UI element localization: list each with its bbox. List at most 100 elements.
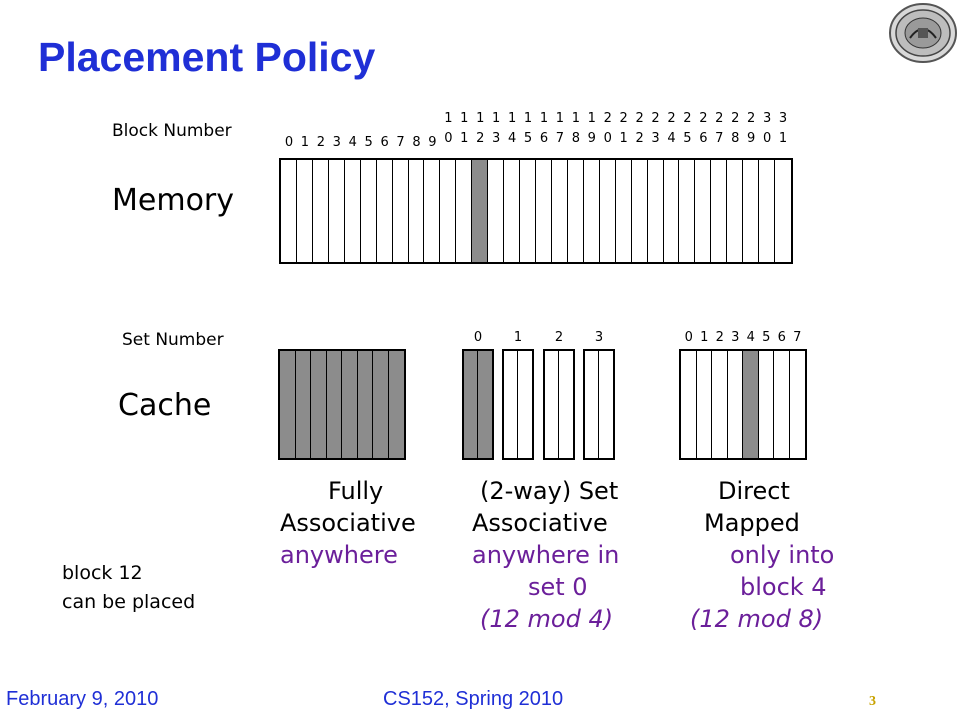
direct-mapped-description: Direct Mapped only into block 4 (12 mod … — [690, 475, 834, 635]
block-ones-digit-0: 0 — [284, 135, 294, 150]
block-ones-digit-10: 0 — [444, 131, 453, 146]
block-tens-digit-24: 2 — [667, 111, 676, 126]
block-tens-digit-21: 2 — [619, 111, 628, 126]
footer-date: February 9, 2010 — [6, 688, 159, 710]
direct-line5: (12 mod 8) — [690, 605, 824, 633]
fully-line1: Fully — [328, 477, 384, 505]
block-ones-digit-14: 4 — [507, 131, 517, 146]
set-1-way-1 — [518, 351, 532, 458]
direct-block-4 — [743, 351, 759, 458]
set-3-way-0 — [585, 351, 599, 458]
fully-associative-description: Fully Associative anywhere — [280, 475, 416, 571]
direct-block-2 — [712, 351, 728, 458]
memory-block-6 — [377, 160, 393, 262]
block-tens-digit-20: 2 — [603, 111, 612, 126]
set-0-way-1 — [478, 351, 492, 458]
note-line1: block 12 — [62, 562, 143, 584]
memory-block-11 — [456, 160, 473, 262]
block-tens-digit-28: 2 — [731, 111, 740, 126]
block-ones-digit-24: 4 — [667, 131, 676, 146]
direct-line3: only into — [730, 541, 835, 569]
direct-line1: Direct — [718, 477, 790, 505]
cache-label: Cache — [118, 388, 212, 423]
block-tens-digit-19: 1 — [587, 111, 596, 126]
set-3-way-1 — [599, 351, 613, 458]
set-number-2: 2 — [554, 330, 564, 345]
block-tens-digit-27: 2 — [715, 111, 724, 126]
memory-block-7 — [393, 160, 409, 262]
set-number-label: Set Number — [122, 330, 224, 350]
memory-block-3 — [329, 160, 345, 262]
block-tens-digit-30: 3 — [762, 111, 772, 126]
memory-block-29 — [743, 160, 760, 262]
memory-block-17 — [552, 160, 568, 262]
direct-block-number-5: 5 — [762, 330, 771, 345]
memory-block-8 — [409, 160, 425, 262]
set-2-way-0 — [545, 351, 559, 458]
block-ones-digit-13: 3 — [492, 131, 501, 146]
direct-line2: Mapped — [704, 509, 800, 537]
memory-block-2 — [313, 160, 329, 262]
memory-block-23 — [648, 160, 664, 262]
block-ones-digit-31: 1 — [778, 131, 788, 146]
note-line2: can be placed — [62, 591, 196, 613]
block-ones-digit-23: 3 — [651, 131, 660, 146]
set-line1: (2-way) Set — [480, 477, 619, 505]
memory-block-13 — [488, 160, 505, 262]
memory-block-1 — [297, 160, 313, 262]
memory-block-10 — [440, 160, 457, 262]
fully-assoc-block-0 — [280, 351, 296, 458]
block-tens-digit-26: 2 — [699, 111, 708, 126]
set-number-3: 3 — [594, 330, 604, 345]
fully-associative-cache — [278, 349, 406, 460]
memory-block-28 — [727, 160, 744, 262]
block-ones-digit-11: 1 — [460, 131, 469, 146]
block-tens-digit-15: 1 — [523, 111, 533, 126]
fully-assoc-block-1 — [295, 351, 311, 458]
block-tens-digit-29: 2 — [747, 111, 756, 126]
block-tens-digit-11: 1 — [460, 111, 469, 126]
block-number-label: Block Number — [112, 121, 232, 141]
footer-course: CS152, Spring 2010 — [383, 688, 564, 710]
block-tens-digit-10: 1 — [444, 111, 453, 126]
block-tens-digit-22: 2 — [635, 111, 644, 126]
direct-mapped-cache — [679, 349, 807, 460]
block-ones-digit-21: 1 — [619, 131, 628, 146]
set-1-way-0 — [504, 351, 518, 458]
direct-block-1 — [697, 351, 712, 458]
fully-line2: Associative — [280, 509, 416, 537]
cache-set-3 — [583, 349, 615, 460]
set-number-1: 1 — [513, 330, 523, 345]
memory-block-9 — [424, 160, 441, 262]
block-tens-digit-12: 1 — [476, 111, 485, 126]
block-ones-digit-15: 5 — [523, 131, 533, 146]
block-tens-digit-14: 1 — [507, 111, 517, 126]
set-line5: (12 mod 4) — [480, 605, 614, 633]
block-tens-digit-23: 2 — [651, 111, 660, 126]
block-ones-digit-29: 9 — [747, 131, 756, 146]
block-ones-digit-7: 7 — [396, 135, 405, 150]
direct-block-number-7: 7 — [793, 330, 802, 345]
direct-block-number-4: 4 — [746, 330, 755, 345]
cache-set-2 — [543, 349, 575, 460]
direct-block-3 — [728, 351, 743, 458]
memory-block-25 — [679, 160, 696, 262]
memory-block-5 — [361, 160, 377, 262]
direct-block-number-6: 6 — [777, 330, 786, 345]
direct-line4: block 4 — [740, 573, 827, 601]
fully-assoc-block-2 — [311, 351, 327, 458]
memory-blocks — [279, 158, 793, 264]
memory-block-15 — [520, 160, 536, 262]
direct-block-6 — [774, 351, 790, 458]
block-ones-digit-12: 2 — [476, 131, 485, 146]
block-ones-digit-9: 9 — [428, 135, 437, 150]
direct-block-number-0: 0 — [684, 330, 693, 345]
block-ones-digit-19: 9 — [587, 131, 596, 146]
cache-set-1 — [502, 349, 534, 460]
block-ones-digit-1: 1 — [300, 135, 310, 150]
page-title: Placement Policy — [38, 34, 376, 80]
block-tens-digit-13: 1 — [492, 111, 501, 126]
block-tens-digit-25: 2 — [683, 111, 692, 126]
set-line2: Associative — [472, 509, 608, 537]
memory-block-22 — [632, 160, 648, 262]
